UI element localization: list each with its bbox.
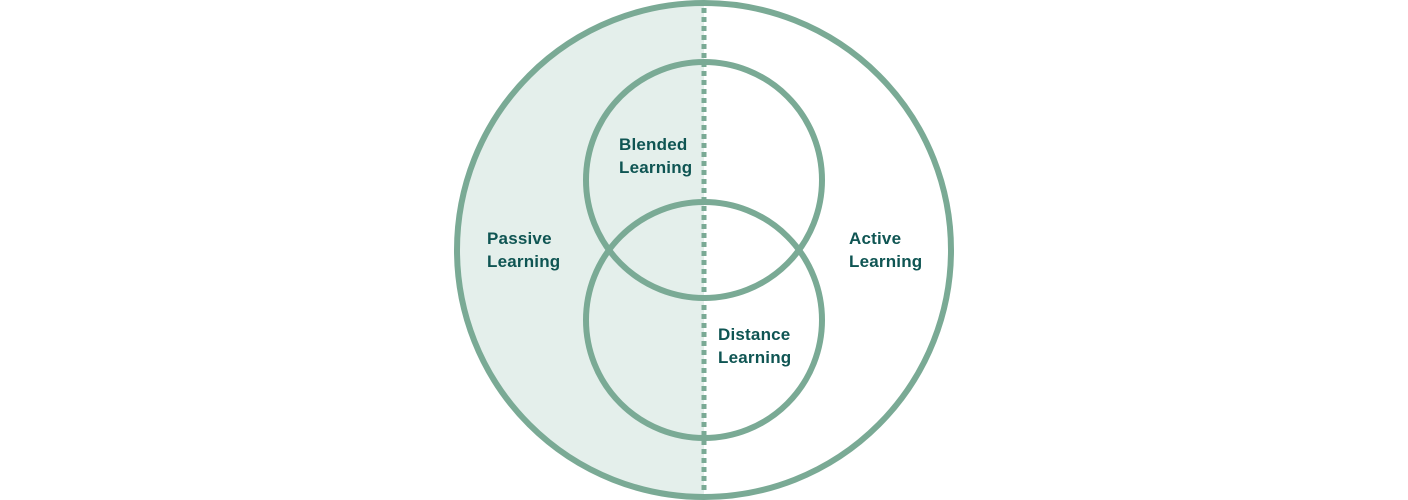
outer-circle <box>454 0 954 500</box>
blended-learning-label: Blended Learning <box>619 133 692 179</box>
passive-learning-label: Passive Learning <box>487 227 560 273</box>
passive-line1: Passive <box>487 229 552 248</box>
active-line2: Learning <box>849 252 923 271</box>
distance-learning-label: Distance Learning <box>718 323 791 369</box>
active-line1: Active <box>849 229 902 248</box>
passive-line2: Learning <box>487 252 561 271</box>
active-learning-label: Active Learning <box>849 227 922 273</box>
blended-line2: Learning <box>619 158 693 177</box>
distance-circle <box>583 199 825 441</box>
passive-half-fill <box>457 3 704 497</box>
distance-line2: Learning <box>718 348 792 367</box>
blended-line1: Blended <box>619 135 688 154</box>
distance-line1: Distance <box>718 325 791 344</box>
